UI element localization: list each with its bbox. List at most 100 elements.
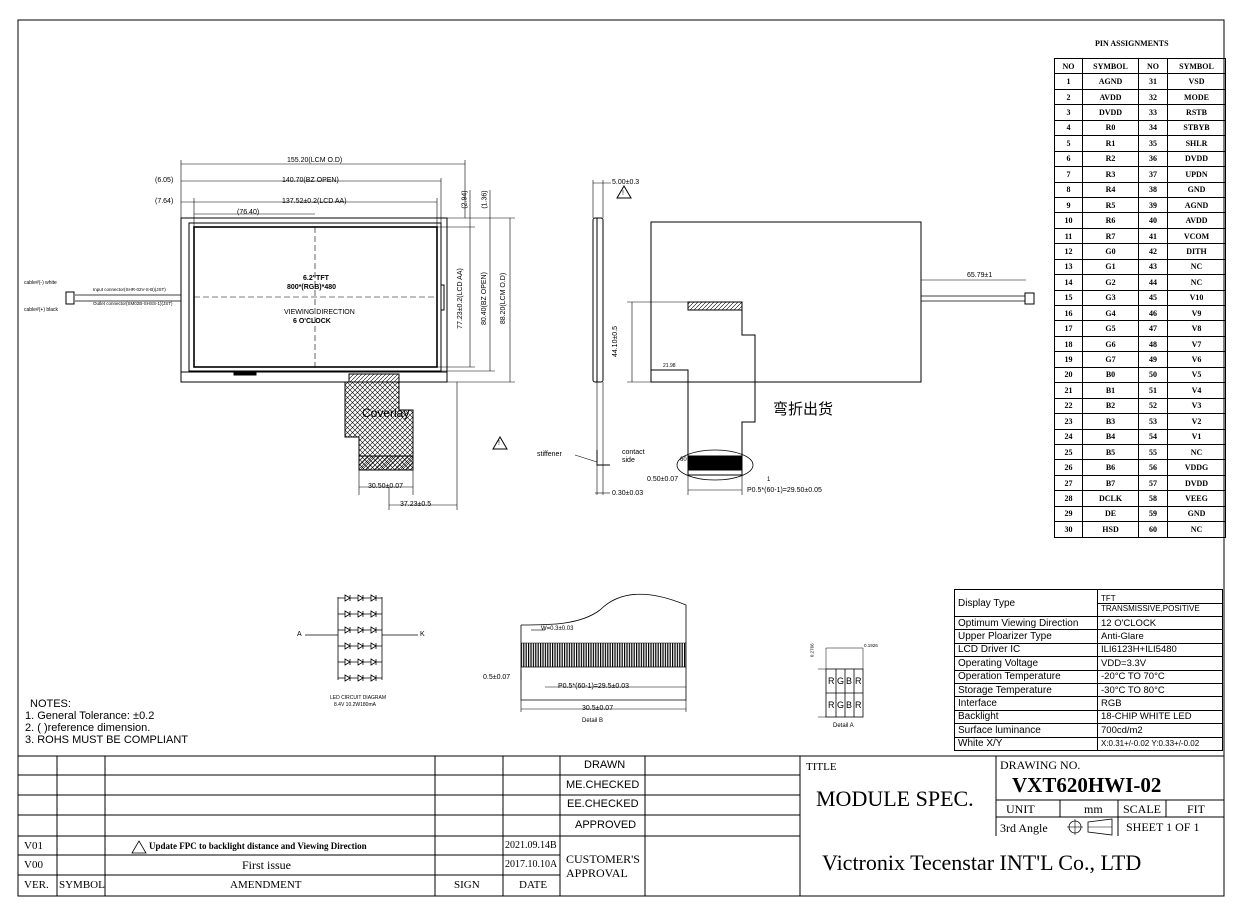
spec-key: Surface luminance <box>954 723 1098 738</box>
rev-v01-amendment: Update FPC to backlight distance and Vie… <box>149 841 367 851</box>
dim-3723: 37.23±0.5 <box>400 501 432 508</box>
detail-a <box>818 647 864 718</box>
pin-symbol: R4 <box>1082 181 1139 198</box>
spec-row: Storage Temperature-30°C TO 80°C <box>954 682 1223 698</box>
detail-a-pixel-r1: R <box>828 676 835 686</box>
center-resolution: 800*(RGB)*480 <box>287 284 337 291</box>
col-symbol: SYMBOL <box>59 879 105 891</box>
dim-bz-open: 140.70(BZ OPEN) <box>282 177 339 184</box>
dim-pitch: P0.5*(60-1)=29.50±0.05 <box>747 487 822 494</box>
pin-number: 6 <box>1054 150 1083 168</box>
rev-v00-date: 2017.10.10A <box>505 859 558 870</box>
detail-a-pixel-g2: G <box>837 700 845 710</box>
dim-605: (6.05) <box>155 177 174 184</box>
pin-number: 27 <box>1054 474 1083 492</box>
drawing-no-label: DRAWING NO. <box>1000 758 1081 772</box>
pin-symbol: V1 <box>1167 428 1226 445</box>
sheet-number: SHEET 1 OF 1 <box>1126 820 1200 834</box>
detail-b-pitch: P0.5*(60-1)=29.5±0.03 <box>558 683 629 690</box>
pin-symbol: AGND <box>1082 73 1139 90</box>
pin-symbol: NC <box>1167 521 1226 538</box>
rev-v00-amendment: First issue <box>242 858 292 872</box>
pin-symbol: R2 <box>1082 150 1139 168</box>
spec-value: ILI6123H+ILI5480 <box>1097 642 1223 658</box>
detail-a-pixel-r2: R <box>855 676 862 686</box>
pin-number: 59 <box>1138 505 1168 523</box>
rev-v01-ver: V01 <box>24 840 43 852</box>
scale-value: FIT <box>1187 802 1205 816</box>
detail-a-label: Detail A <box>833 723 854 729</box>
title-label: TITLE <box>806 761 837 773</box>
led-diode <box>357 594 364 602</box>
pin-symbol: NC <box>1167 443 1226 461</box>
detail-a-pixel-r3: R <box>828 700 835 710</box>
pin-symbol: AVDD <box>1167 212 1226 229</box>
pin-col-no: NO <box>1054 57 1083 75</box>
input-connector-label: Input connector(SHR-02V-S-B)(JST) <box>93 287 166 292</box>
pin-symbol: VCOM <box>1167 227 1226 245</box>
center-clock: 6 O'CLOCK <box>293 318 331 325</box>
pin-col-symbol: SYMBOL <box>1082 57 1139 75</box>
spec-value-line-2: TRANSMISSIVE,POSITIVE <box>1098 602 1222 613</box>
led-caption-2: 8.4V 10.2W180mA <box>334 702 376 708</box>
title-block-grid <box>18 755 1224 896</box>
pin-number: 23 <box>1054 413 1083 430</box>
pin-number: 9 <box>1054 196 1083 214</box>
pin-symbol: G5 <box>1082 320 1139 337</box>
pin-number: 56 <box>1138 459 1168 476</box>
spec-value: -30°C TO 80°C <box>1097 682 1223 698</box>
caution-mark-side: ! <box>622 190 624 197</box>
ee-checked-label: EE.CHECKED <box>567 798 639 810</box>
dim-3050: 30.50±0.07 <box>368 483 403 490</box>
detail-a-dim-right: 0.1926 <box>864 643 878 648</box>
pin-number: 35 <box>1138 135 1168 152</box>
drawing-no-value: VXT620HWI-02 <box>1012 773 1162 797</box>
pin-col-symbol-2: SYMBOL <box>1167 57 1226 75</box>
pin-symbol: V3 <box>1167 397 1226 415</box>
pin-symbol: DVDD <box>1167 150 1226 168</box>
pin-number: 34 <box>1138 119 1168 137</box>
detail-a-pixel-b2: B <box>846 700 853 710</box>
pin-col-no-2: NO <box>1138 57 1168 75</box>
dim-v-lcd-aa: 77.23±0.2(LCD AA) <box>456 268 464 329</box>
cable-white-label: cable#(-) white <box>24 280 57 286</box>
pin-number: 43 <box>1138 258 1168 276</box>
spec-value: RGB <box>1097 696 1223 711</box>
pin-number: 16 <box>1054 304 1083 322</box>
col-sign: SIGN <box>454 879 480 891</box>
coverlay-label: Coverlay <box>362 406 410 420</box>
pin-number: 32 <box>1138 88 1168 106</box>
pin-symbol: V2 <box>1167 413 1226 430</box>
side-view <box>574 180 632 495</box>
spec-value: Anti-Glare <box>1097 629 1223 644</box>
pin-symbol: DITH <box>1167 243 1226 260</box>
pin-symbol: R0 <box>1082 119 1139 137</box>
caution-mark-front: ! <box>498 440 500 447</box>
dim-7640: (76.40) <box>237 209 260 216</box>
dim-764: (7.64) <box>155 198 174 205</box>
pin-symbol: V7 <box>1167 335 1226 353</box>
bend-shipping-note: 弯折出货 <box>773 400 834 418</box>
pin-number: 10 <box>1054 212 1083 229</box>
col-date: DATE <box>519 879 548 891</box>
pin-number: 38 <box>1138 181 1168 198</box>
pin-symbol: MODE <box>1167 88 1226 106</box>
customers-approval-1: CUSTOMER'S <box>566 852 640 866</box>
pin-symbol: VEEG <box>1167 490 1226 507</box>
led-diode <box>344 658 351 666</box>
side-label: side <box>622 457 635 464</box>
pin-number: 30 <box>1054 521 1083 538</box>
pin-number: 7 <box>1054 166 1083 183</box>
pin-assignments-title: PIN ASSIGNMENTS <box>1095 39 1169 48</box>
pin-symbol: G0 <box>1082 243 1139 260</box>
